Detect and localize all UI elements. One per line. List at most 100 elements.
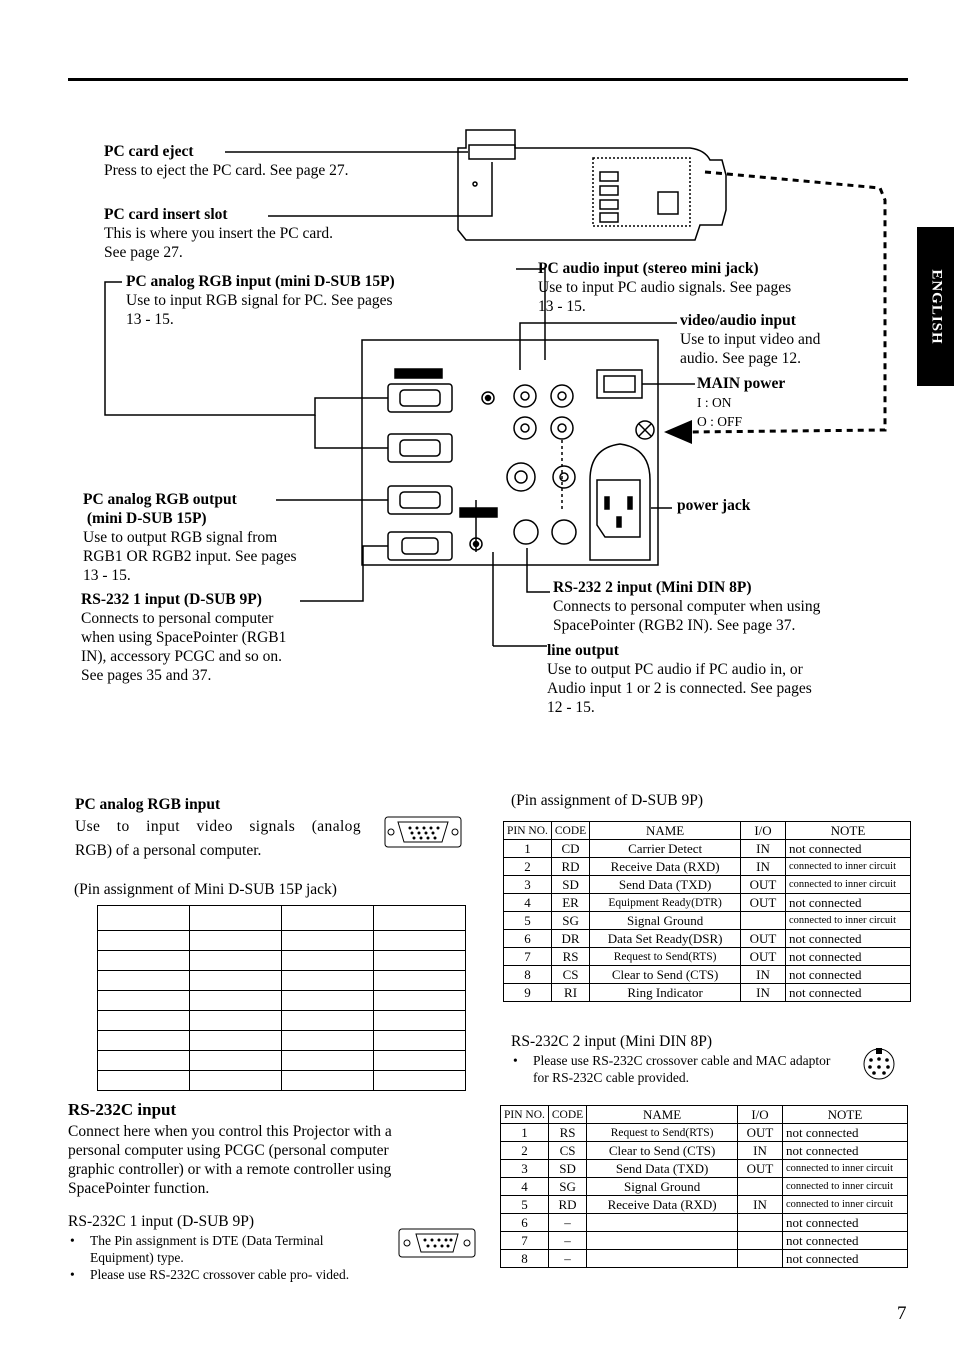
table-cell bbox=[586, 1249, 738, 1268]
table-cell bbox=[586, 1231, 738, 1250]
callout-text: 13 - 15. bbox=[126, 311, 174, 328]
callout-text: Audio input 1 or 2 is connected. See pag… bbox=[547, 680, 812, 697]
table-cell: OUT bbox=[740, 875, 786, 894]
callout-text: I : ON bbox=[697, 395, 732, 410]
callout-text: See page 27. bbox=[104, 244, 183, 261]
table-cell: 9 bbox=[503, 983, 552, 1002]
mini-din-connector-icon bbox=[863, 1048, 895, 1080]
table-header-cell: NAME bbox=[586, 1105, 738, 1124]
table-cell: not connected bbox=[785, 929, 911, 948]
callout-text: Connects to personal computer when using bbox=[553, 598, 821, 615]
table-cell: IN bbox=[737, 1141, 783, 1160]
callout-pc-analog-input: PC analog RGB input (mini D-SUB 15P) Use… bbox=[126, 272, 395, 329]
callout-text: audio. See page 12. bbox=[680, 350, 801, 367]
callout-pc-card-eject: PC card eject Press to eject the PC card… bbox=[104, 142, 349, 180]
zoom-pointer-arrowhead bbox=[664, 420, 692, 444]
bullet-item: Please use RS-232C crossover cable pro- … bbox=[68, 1266, 386, 1283]
table-cell: SD bbox=[547, 1159, 588, 1178]
table-cell: 8 bbox=[500, 1249, 549, 1268]
table-cell: 3 bbox=[500, 1159, 549, 1178]
section-text: Use to input video signals (analog bbox=[75, 818, 361, 835]
table-cell: Send Data (TXD) bbox=[586, 1159, 738, 1178]
table-cell: 5 bbox=[500, 1195, 549, 1214]
table-cell: SG bbox=[547, 1177, 588, 1196]
table-cell bbox=[737, 1177, 783, 1196]
table-cell: Request to Send(RTS) bbox=[589, 947, 741, 966]
callout-rs232-2: RS-232 2 input (Mini DIN 8P) Connects to… bbox=[553, 578, 820, 635]
rca-jack bbox=[552, 465, 576, 489]
callout-text: Use to input PC audio signals. See pages bbox=[538, 279, 792, 296]
table-cell: DR bbox=[550, 929, 591, 948]
section-title-rs232: RS-232C input bbox=[68, 1100, 177, 1119]
bullet-item: Please use RS-232C crossover cable and M… bbox=[511, 1052, 846, 1086]
callout-text: SpacePointer (RGB2 IN). See page 37. bbox=[553, 617, 796, 634]
top-rule bbox=[68, 78, 908, 81]
callout-text: Use to input RGB signal for PC. See page… bbox=[126, 292, 393, 309]
table-cell: 7 bbox=[500, 1231, 549, 1250]
callout-pc-analog-output: PC analog RGB output (mini D-SUB 15P) Us… bbox=[83, 490, 297, 585]
mindin-bullets: Please use RS-232C crossover cable and M… bbox=[511, 1052, 846, 1086]
table-cell: Send Data (TXD) bbox=[589, 875, 741, 894]
callout-title: (mini D-SUB 15P) bbox=[83, 510, 207, 527]
callout-text: Use to output PC audio if PC audio in, o… bbox=[547, 661, 803, 678]
table-cell: IN bbox=[740, 857, 786, 876]
table-cell: 4 bbox=[500, 1177, 549, 1196]
table-cell: IN bbox=[740, 965, 786, 984]
callout-title: MAIN power bbox=[697, 375, 786, 392]
callout-title: PC audio input (stereo mini jack) bbox=[538, 260, 759, 277]
table-cell: connected to inner circuit bbox=[782, 1195, 908, 1214]
callout-text: Press to eject the PC card. See page 27. bbox=[104, 162, 349, 179]
projector-body bbox=[457, 129, 727, 241]
table-cell: – bbox=[547, 1249, 588, 1268]
pin-caption-dsub9: (Pin assignment of D-SUB 9P) bbox=[511, 792, 704, 809]
table-cell: OUT bbox=[740, 893, 786, 912]
table-row: 6–not connected bbox=[500, 1213, 908, 1232]
table-cell: 7 bbox=[503, 947, 552, 966]
callout-title: line output bbox=[547, 642, 619, 659]
table-cell: RS bbox=[550, 947, 591, 966]
table-cell: 3 bbox=[503, 875, 552, 894]
callout-title: PC analog RGB input (mini D-SUB 15P) bbox=[126, 273, 395, 290]
table-cell: 2 bbox=[503, 857, 552, 876]
table-header-cell: PIN NO. bbox=[503, 821, 552, 840]
callout-pc-audio-input: PC audio input (stereo mini jack) Use to… bbox=[538, 259, 791, 316]
rca-jack bbox=[550, 416, 574, 440]
rs232-line: personal computer using PCGC (personal c… bbox=[68, 1142, 389, 1159]
table-cell: ER bbox=[550, 893, 591, 912]
callout-text: See pages 35 and 37. bbox=[81, 667, 212, 684]
table-cell: 1 bbox=[500, 1123, 549, 1142]
callout-title: PC card eject bbox=[104, 143, 194, 160]
zoom-pointer-line bbox=[689, 170, 887, 434]
table-cell: Clear to Send (CTS) bbox=[589, 965, 741, 984]
table-cell: CS bbox=[550, 965, 591, 984]
callout-text: O : OFF bbox=[697, 414, 743, 429]
bullet-item: The Pin assignment is DTE (Data Terminal… bbox=[68, 1232, 386, 1266]
connector-panel-diagram bbox=[104, 129, 887, 647]
table-cell bbox=[740, 911, 786, 930]
table-cell: Carrier Detect bbox=[589, 839, 741, 858]
callout-title: video/audio input bbox=[680, 312, 796, 329]
table-cell: RI bbox=[550, 983, 591, 1002]
rs232-1-subtitle: RS-232C 1 input (D-SUB 9P) bbox=[68, 1213, 255, 1230]
callout-line-output: line output Use to output PC audio if PC… bbox=[547, 641, 812, 717]
rca-jack bbox=[550, 384, 574, 408]
table-header-cell: PIN NO. bbox=[500, 1105, 549, 1124]
callout-text: This is where you insert the PC card. bbox=[104, 225, 334, 242]
section-title: PC analog RGB input bbox=[75, 796, 221, 813]
table-cell: not connected bbox=[782, 1231, 908, 1250]
table-cell: connected to inner circuit bbox=[785, 911, 911, 930]
bnc-jack bbox=[506, 462, 536, 492]
table-cell: Signal Ground bbox=[586, 1177, 738, 1196]
table-cell: OUT bbox=[737, 1159, 783, 1178]
table-cell: IN bbox=[740, 839, 786, 858]
table-header-cell: CODE bbox=[547, 1105, 588, 1124]
